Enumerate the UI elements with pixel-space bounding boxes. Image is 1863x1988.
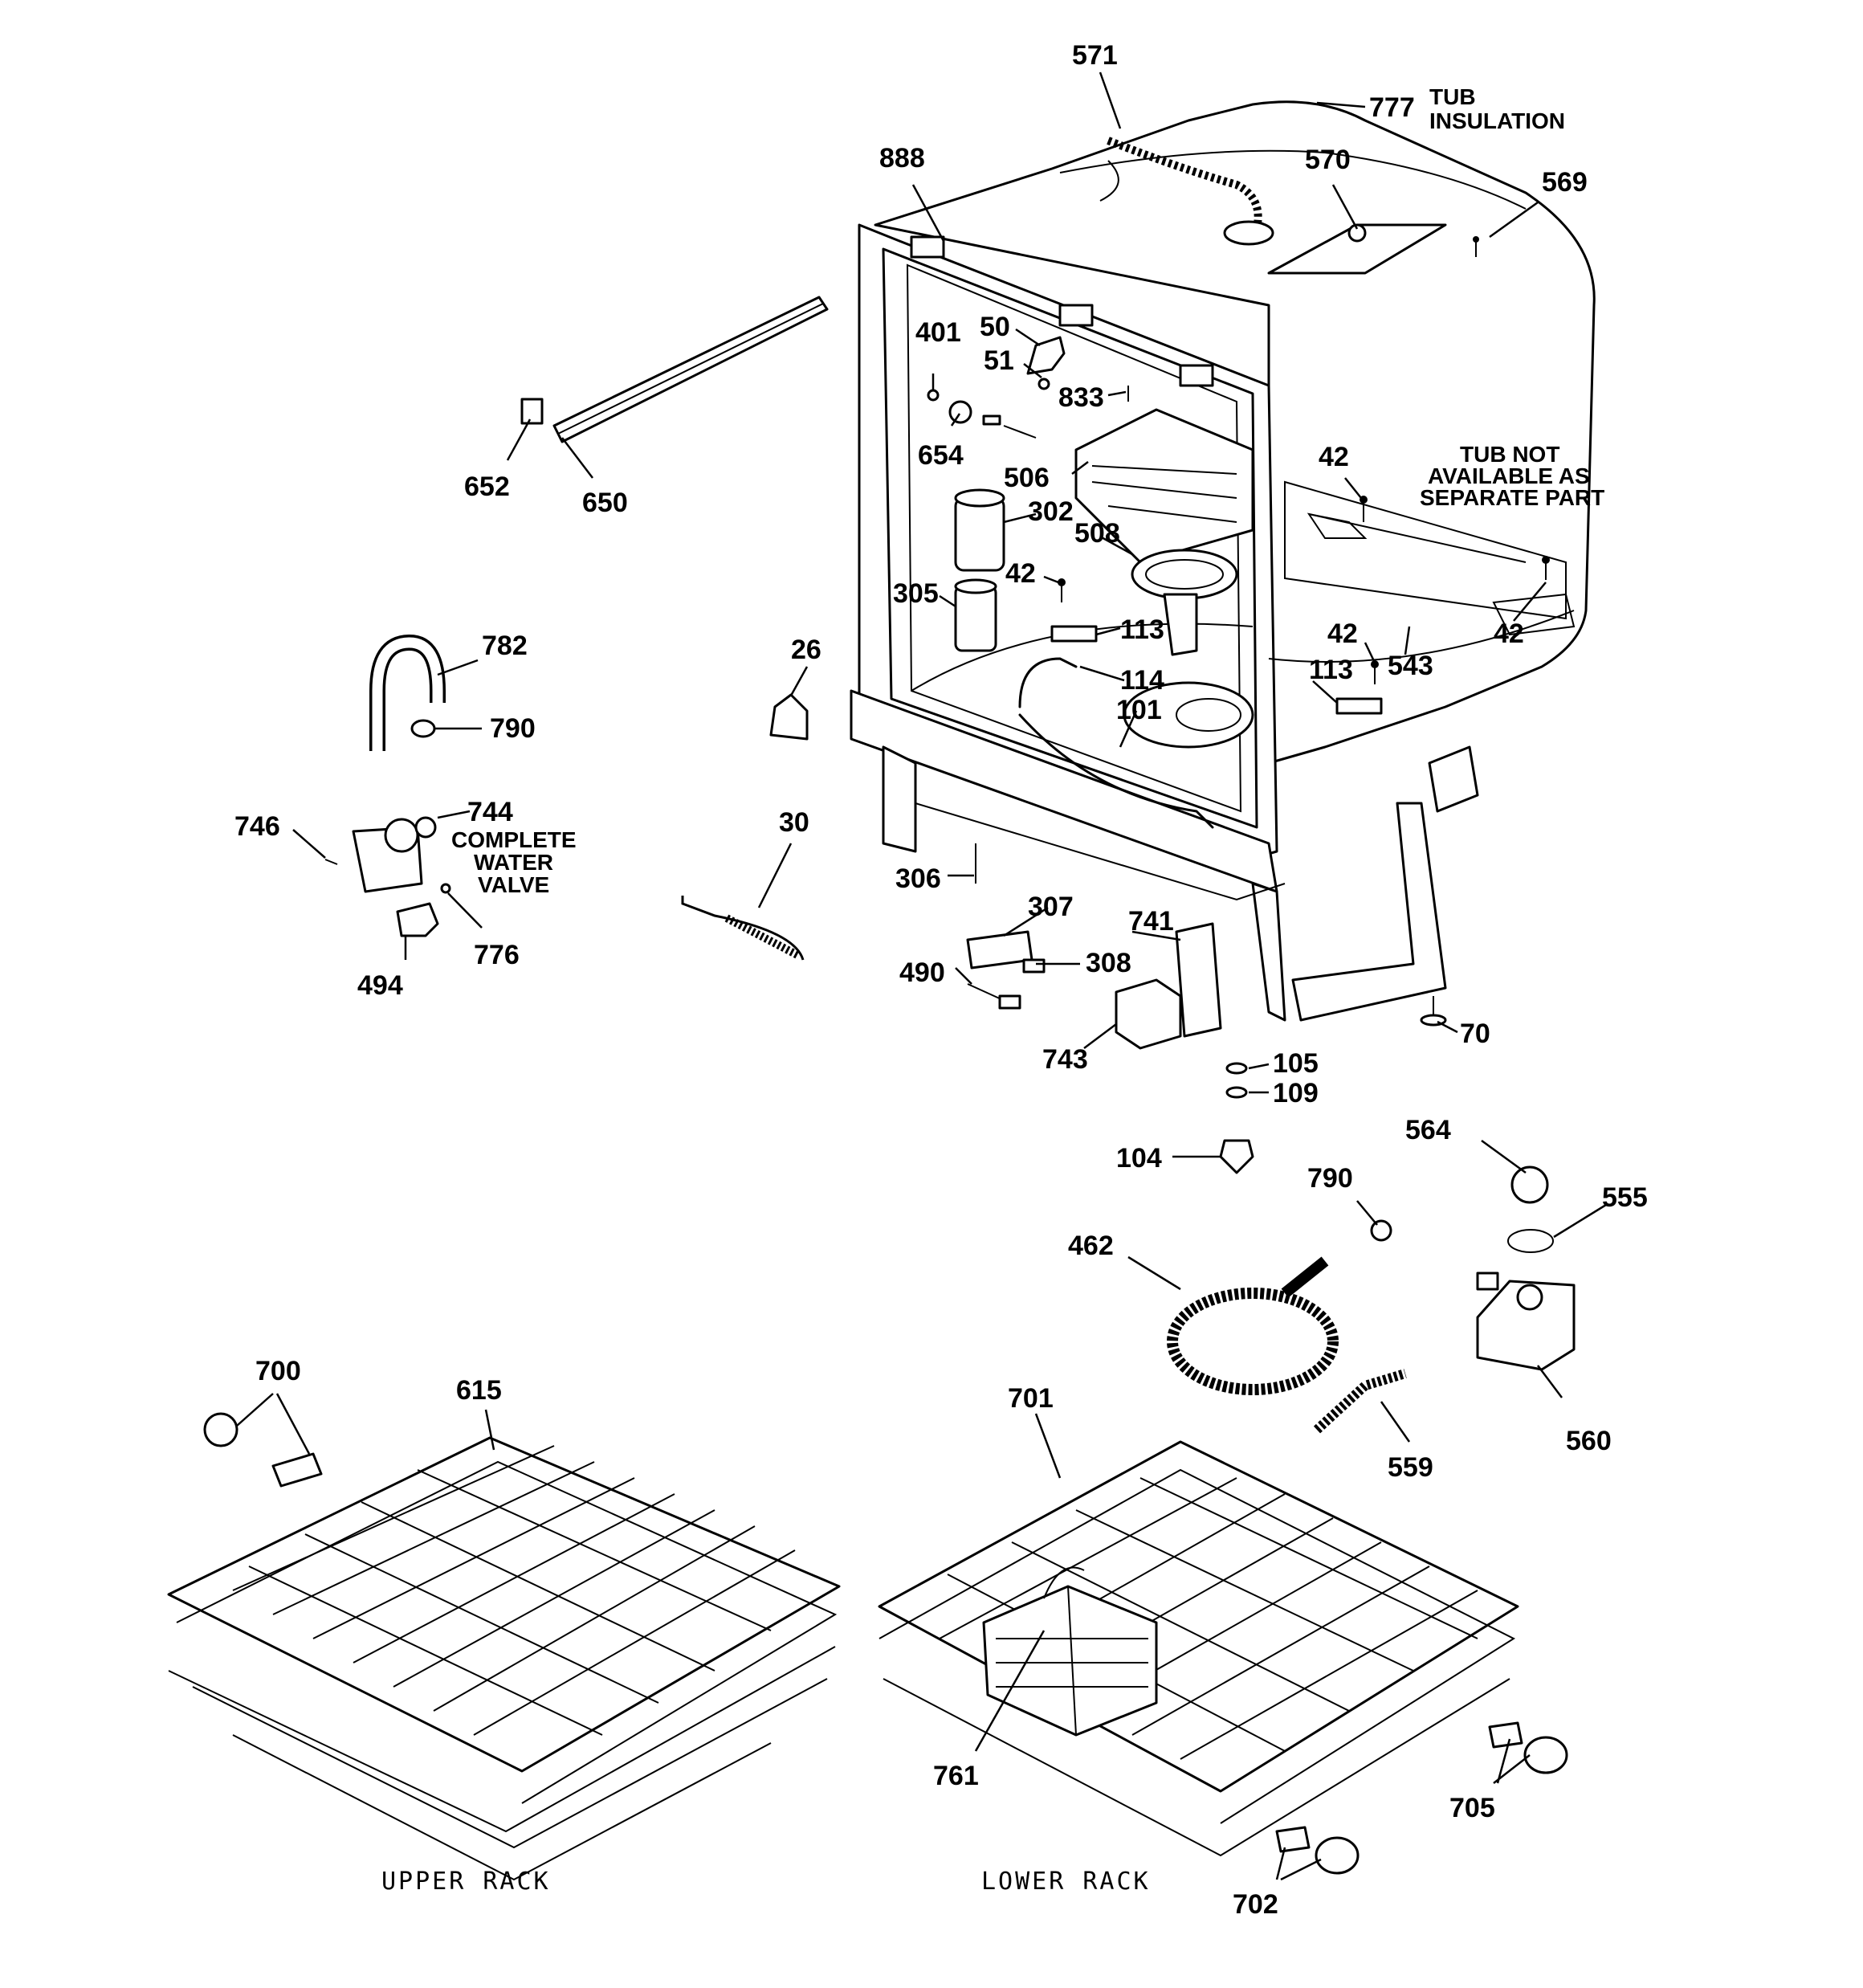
notes: TUB INSULATION TUB NOT AVAILABLE AS SEPA… <box>451 84 1604 897</box>
part-label-743: 743 <box>1042 1044 1088 1075</box>
part-label-652: 652 <box>464 471 510 502</box>
part-label-654: 654 <box>918 440 964 471</box>
part-label-776: 776 <box>474 940 520 970</box>
lower-rack <box>878 1440 1519 1857</box>
part-label-833: 833 <box>1058 382 1104 413</box>
part-label-105: 105 <box>1273 1048 1319 1079</box>
part-label-42-lower: 42 <box>1327 618 1358 649</box>
part-label-42-top: 42 <box>1319 442 1349 472</box>
part-label-113-left: 113 <box>1120 614 1164 645</box>
part-label-705: 705 <box>1449 1793 1495 1823</box>
part-label-305: 305 <box>893 578 939 609</box>
part-label-42-left: 42 <box>1005 558 1036 589</box>
part-label-462: 462 <box>1068 1231 1114 1261</box>
part-label-30: 30 <box>779 807 809 838</box>
part-label-744: 744 <box>467 797 513 827</box>
part-label-746: 746 <box>234 811 280 842</box>
part-label-42-right: 42 <box>1494 618 1524 649</box>
small-parts <box>203 296 1576 1875</box>
part-label-700: 700 <box>255 1356 301 1386</box>
upper-rack-caption: UPPER RACK <box>381 1868 551 1896</box>
part-label-104: 104 <box>1116 1143 1162 1174</box>
water-valve-note-line-1: COMPLETE <box>451 827 577 852</box>
part-label-564: 564 <box>1405 1115 1451 1145</box>
tub-not-available-note-line-2: AVAILABLE AS <box>1428 463 1590 488</box>
part-label-114: 114 <box>1120 665 1164 696</box>
part-labels: 571 777 888 570 569 50 401 51 833 654 50… <box>234 40 1648 1920</box>
part-label-569: 569 <box>1542 167 1588 198</box>
part-label-701: 701 <box>1008 1383 1054 1414</box>
part-label-490: 490 <box>899 957 945 988</box>
part-label-782: 782 <box>482 631 528 661</box>
tub-insulation-note-line-2: INSULATION <box>1429 108 1565 133</box>
leader-lines <box>236 71 1607 1881</box>
part-label-888: 888 <box>879 143 925 173</box>
part-label-741: 741 <box>1128 906 1174 937</box>
part-label-494: 494 <box>357 970 403 1001</box>
part-label-570: 570 <box>1305 145 1351 175</box>
part-label-308: 308 <box>1086 948 1131 978</box>
upper-rack <box>167 1436 841 1881</box>
part-label-50: 50 <box>980 312 1010 342</box>
tub-not-available-note-line-1: TUB NOT <box>1460 442 1559 467</box>
water-valve-note-line-2: WATER <box>474 850 553 875</box>
part-label-113-right: 113 <box>1309 655 1353 685</box>
part-label-761: 761 <box>933 1761 979 1791</box>
part-label-543: 543 <box>1388 651 1433 681</box>
part-label-26: 26 <box>791 635 821 665</box>
tub-assembly <box>850 100 1596 1022</box>
part-label-306: 306 <box>895 863 941 894</box>
part-label-559: 559 <box>1388 1452 1433 1483</box>
captions: UPPER RACK LOWER RACK <box>381 1868 1151 1896</box>
part-label-615: 615 <box>456 1375 502 1406</box>
part-label-571: 571 <box>1072 40 1118 71</box>
part-label-302: 302 <box>1028 496 1074 527</box>
part-label-307: 307 <box>1028 892 1074 922</box>
part-label-70: 70 <box>1460 1018 1490 1049</box>
part-label-650: 650 <box>582 488 628 518</box>
tub-not-available-note-line-3: SEPARATE PART <box>1420 485 1604 510</box>
lower-rack-caption: LOWER RACK <box>981 1868 1151 1896</box>
part-label-555: 555 <box>1602 1182 1648 1213</box>
part-label-560: 560 <box>1566 1426 1612 1456</box>
tub-insulation-note-line-1: TUB <box>1429 84 1476 109</box>
part-label-777: 777 <box>1369 92 1415 123</box>
part-label-51: 51 <box>984 345 1014 376</box>
part-label-508: 508 <box>1074 518 1120 549</box>
part-label-702: 702 <box>1233 1889 1278 1920</box>
part-label-109: 109 <box>1273 1078 1319 1108</box>
part-label-506: 506 <box>1004 463 1050 493</box>
part-label-401: 401 <box>915 317 961 348</box>
part-label-101: 101 <box>1116 695 1162 725</box>
part-label-790-right: 790 <box>1307 1163 1353 1194</box>
water-valve-note-line-3: VALVE <box>478 872 549 897</box>
part-label-790-left: 790 <box>490 713 536 744</box>
